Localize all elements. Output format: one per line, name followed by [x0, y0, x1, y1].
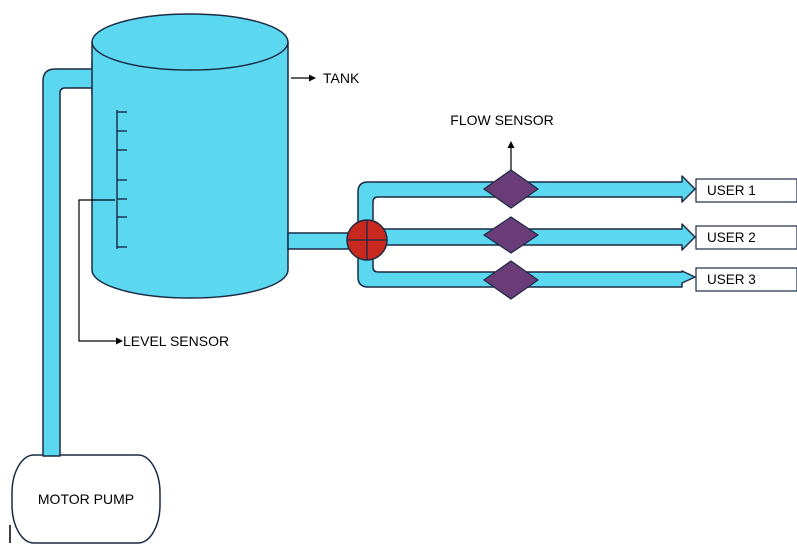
outlet-pipe	[287, 232, 351, 250]
user-3-box	[695, 267, 797, 292]
user-2-box	[695, 225, 797, 250]
user-2-label: USER 2	[707, 230, 756, 245]
flow-sensor-user-2	[482, 216, 540, 254]
tank-label: TANK	[323, 70, 360, 86]
branch-pipe-user-3	[357, 245, 696, 288]
flow-sensor-arrowhead	[507, 141, 515, 148]
motor-pump-body	[11, 454, 161, 544]
branch-pipe-user-1	[357, 175, 696, 229]
level-sensor-label: LEVEL SENSOR	[123, 333, 229, 349]
flow-sensor-user-3	[482, 260, 540, 300]
distribution-valve	[346, 219, 388, 261]
tank-top	[91, 13, 289, 71]
tank	[91, 13, 289, 299]
level-sensor-arrowhead	[116, 337, 123, 345]
flow-sensor-label: FLOW SENSOR	[450, 112, 553, 128]
tank-body	[91, 41, 289, 299]
user-1-label: USER 1	[707, 183, 756, 198]
tank-pointer-arrowhead	[309, 74, 316, 82]
user-1-box	[695, 178, 797, 203]
level-gauge	[116, 110, 127, 249]
level-sensor-pointer	[78, 199, 118, 342]
user-3-label: USER 3	[707, 272, 756, 287]
flow-sensor-user-1	[482, 169, 540, 209]
motor-pump-label: MOTOR PUMP	[38, 491, 134, 507]
